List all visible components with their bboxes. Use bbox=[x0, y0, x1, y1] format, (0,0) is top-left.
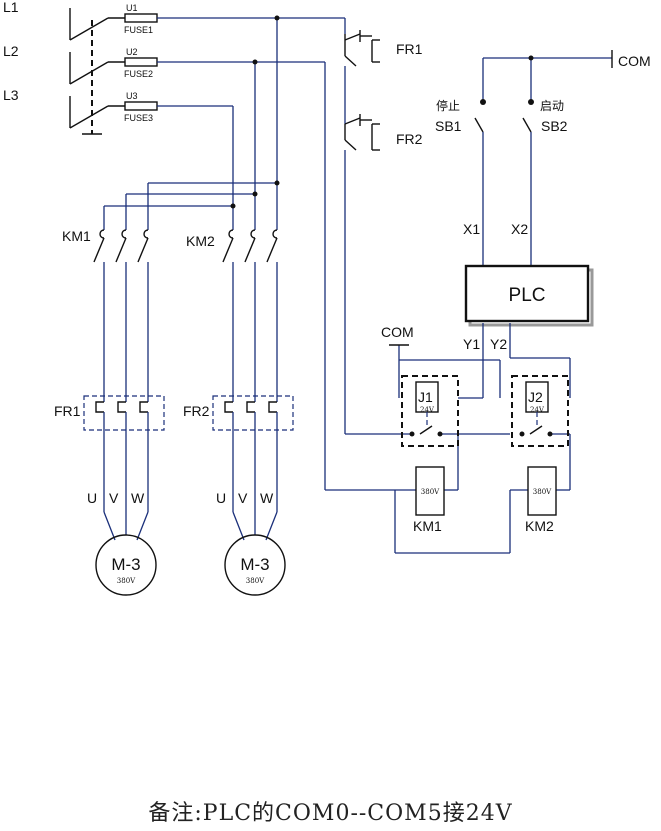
svg-text:FUSE3: FUSE3 bbox=[124, 113, 153, 123]
power-bus-wiring bbox=[103, 15, 346, 490]
relay-j2: J2 24V bbox=[511, 375, 569, 447]
fuse-u2: U2 FUSE2 bbox=[124, 47, 158, 79]
overload-relay-fr1: FR1 bbox=[54, 395, 165, 431]
km1-main-contacts: KM1 bbox=[62, 228, 149, 402]
fr1-contact-label: FR1 bbox=[396, 41, 423, 57]
svg-text:U1: U1 bbox=[126, 3, 138, 13]
fr2-overload-label: FR2 bbox=[183, 403, 210, 419]
footer-note: 备注:PLC的COM0--COM5接24V bbox=[148, 801, 513, 826]
svg-text:FUSE1: FUSE1 bbox=[124, 25, 153, 35]
terminal-w-2: W bbox=[260, 490, 274, 506]
plc-com-label: COM bbox=[381, 324, 414, 340]
terminal-w-1: W bbox=[131, 490, 145, 506]
motor-feeders bbox=[103, 412, 278, 541]
svg-text:380V: 380V bbox=[117, 577, 136, 585]
svg-text:M-3: M-3 bbox=[111, 555, 140, 574]
line-label-l1: L1 bbox=[3, 0, 19, 15]
stop-cn-label: 停止 bbox=[436, 98, 460, 113]
plc-block: PLC bbox=[464, 264, 594, 327]
plc-y1-label: Y1 bbox=[463, 336, 480, 352]
km2-coil: 380V KM2 bbox=[525, 466, 557, 534]
km1-coil-label: KM1 bbox=[413, 518, 442, 534]
fr1-overload-label: FR1 bbox=[54, 403, 81, 419]
km1-contacts-label: KM1 bbox=[62, 228, 91, 244]
km2-coil-label: KM2 bbox=[525, 518, 554, 534]
svg-text:M-3: M-3 bbox=[240, 555, 269, 574]
main-disconnect-switch bbox=[69, 8, 125, 135]
fr-nc-contacts: FR1 FR2 bbox=[344, 30, 423, 434]
fuse-u1: U1 FUSE1 bbox=[124, 3, 158, 35]
motor-1: M-3 380V bbox=[95, 534, 157, 596]
fuse-u3: U3 FUSE3 bbox=[124, 91, 158, 123]
svg-text:U3: U3 bbox=[126, 91, 138, 101]
line-label-l2: L2 bbox=[3, 43, 19, 59]
fr2-contact-label: FR2 bbox=[396, 131, 423, 147]
start-cn-label: 启动 bbox=[540, 99, 564, 113]
svg-text:U2: U2 bbox=[126, 47, 138, 57]
terminal-u-1: U bbox=[87, 490, 97, 506]
j2-voltage: 24V bbox=[530, 406, 545, 414]
line-label-l3: L3 bbox=[3, 87, 19, 103]
j1-label: J1 bbox=[418, 389, 433, 405]
svg-text:380V: 380V bbox=[533, 488, 552, 496]
plc-x1-label: X1 bbox=[463, 221, 480, 237]
plc-x2-label: X2 bbox=[511, 221, 528, 237]
terminal-u-2: U bbox=[216, 490, 226, 506]
svg-text:380V: 380V bbox=[246, 577, 265, 585]
j2-label: J2 bbox=[528, 389, 543, 405]
plc-input-wiring bbox=[474, 50, 613, 265]
sb2-label: SB2 bbox=[541, 118, 568, 134]
plc-label: PLC bbox=[509, 285, 546, 306]
km1-coil: 380V KM1 bbox=[413, 466, 445, 534]
overload-relay-fr2: FR2 bbox=[183, 395, 294, 431]
com-top-label: COM bbox=[618, 53, 651, 69]
terminal-v-2: V bbox=[238, 490, 248, 506]
plc-y2-label: Y2 bbox=[490, 336, 507, 352]
svg-text:380V: 380V bbox=[421, 488, 440, 496]
km2-main-contacts: KM2 bbox=[186, 229, 278, 402]
svg-text:FUSE2: FUSE2 bbox=[124, 69, 153, 79]
j1-voltage: 24V bbox=[420, 406, 435, 414]
sb1-label: SB1 bbox=[435, 118, 462, 134]
relay-j1: J1 24V bbox=[401, 375, 459, 447]
terminal-v-1: V bbox=[109, 490, 119, 506]
km2-contacts-label: KM2 bbox=[186, 233, 215, 249]
motor-2: M-3 380V bbox=[224, 534, 286, 596]
plc-output-wiring bbox=[325, 323, 571, 554]
